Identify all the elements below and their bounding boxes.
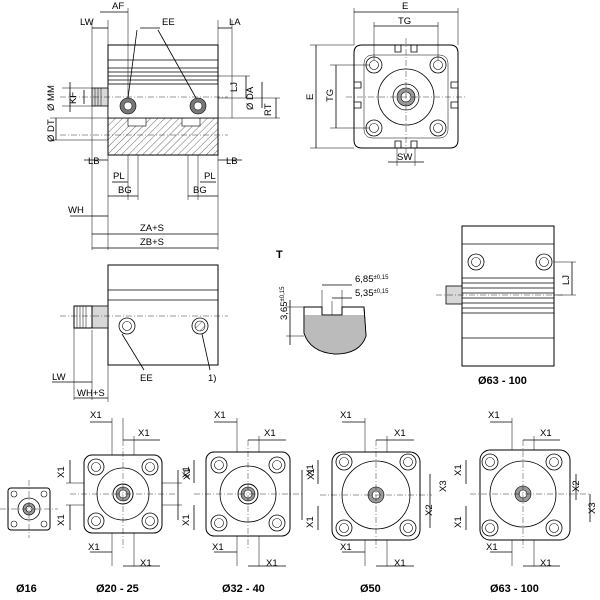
side-section-view [60, 29, 228, 156]
label-x1-n: X1 [306, 468, 317, 480]
label-5-35: 5,35±0,15 [355, 288, 389, 299]
front-view-labels: E TG E TG SW [305, 1, 412, 163]
side-view-dimensions [50, 8, 280, 250]
label-x1-s: X1 [305, 464, 316, 476]
label-x1-i: X1 [264, 428, 276, 439]
label-x1-j: X1 [212, 542, 224, 553]
caption-32-40: Ø32 - 40 [222, 583, 265, 595]
label-x1-v: X1 [540, 428, 552, 439]
label-x1-m: X1 [181, 514, 192, 526]
label-x1-w: X1 [486, 542, 498, 553]
label-x1-d: X1 [140, 558, 152, 569]
label-x1-k: X1 [266, 558, 278, 569]
label-mm: Ø MM [46, 85, 57, 111]
label-kf: KF [68, 92, 79, 104]
side-view-labels: AF LW EE LA Ø MM KF Ø DT LJ Ø DA RT LB L… [46, 1, 274, 248]
caption-63-100: Ø63 - 100 [490, 583, 539, 595]
front-view-63-100: X1 X1 X1 X1 X1 X1 X2 X3 Ø63 - 100 [453, 410, 598, 595]
caption-16: Ø16 [16, 583, 37, 595]
label-zbs: ZB+S [140, 237, 164, 248]
label-lb-left: LB [88, 156, 100, 167]
label-x1-q: X1 [340, 542, 352, 553]
label-pl-right: PL [204, 171, 216, 182]
label-x1-c: X1 [88, 542, 100, 553]
label-lj: LJ [229, 82, 240, 92]
caption-20-25: Ø20 - 25 [96, 583, 139, 595]
label-zas: ZA+S [140, 223, 164, 234]
label-x1-z: X1 [453, 516, 464, 528]
label-x1-t: X1 [305, 516, 316, 528]
label-wh: WH [68, 205, 84, 216]
label-x2-b: X2 [571, 480, 582, 492]
label-af: AF [112, 1, 124, 12]
label-6-85: 6,85±0,15 [355, 274, 389, 285]
label-x1-u: X1 [488, 410, 500, 421]
front-view-16: Ø16 [0, 480, 58, 595]
label-x1-f: X1 [56, 514, 67, 526]
label-lw-2: LW [52, 372, 66, 383]
label-x2-a: X2 [424, 504, 435, 516]
label-e-side: E [305, 94, 316, 100]
label-e-top: E [402, 1, 408, 12]
front-view-dimensions [310, 8, 459, 166]
label-sw: SW [397, 152, 412, 163]
label-da: Ø DA [245, 86, 256, 110]
caption-50: Ø50 [360, 583, 381, 595]
front-view-50: X1 X1 X1 X1 X1 X1 X3 X2 Ø50 [305, 410, 449, 595]
label-x3-a: X3 [438, 480, 449, 492]
label-bg-left: BG [118, 185, 132, 196]
side-view [52, 264, 228, 402]
label-x1-p: X1 [394, 428, 406, 439]
label-x1-r: X1 [394, 558, 406, 569]
caption-63-100-top: Ø63 - 100 [478, 375, 527, 387]
label-bg-right: BG [193, 185, 207, 196]
front-view-20-25: X1 X1 X1 X1 X1 X1 X1 Ø20 - 25 [56, 410, 193, 595]
front-view-32-40: X1 X1 X1 X1 X1 X1 X1 Ø32 - 40 [181, 410, 317, 595]
label-lw: LW [80, 17, 94, 28]
label-x1-e: X1 [56, 466, 67, 478]
groove-detail-labels: T 6,85±0,15 5,35±0,15 3,65±0,15 [276, 249, 389, 320]
label-x1-h: X1 [214, 410, 226, 421]
groove-detail [286, 284, 367, 355]
label-x1-l: X1 [181, 466, 192, 478]
label-rt: RT [263, 103, 274, 116]
side-view-labels-2: LW EE 1) WH+S [52, 372, 216, 399]
label-x1-b: X1 [138, 428, 150, 439]
label-ee: EE [162, 17, 175, 28]
label-x3-b: X3 [587, 502, 598, 514]
side-view-63-100: LJ Ø63 - 100 [436, 225, 576, 387]
label-tg-top: TG [398, 16, 411, 27]
label-ee-2: EE [140, 373, 153, 384]
label-pl-left: PL [113, 171, 125, 182]
label-x1-a: X1 [90, 410, 102, 421]
label-tg-side: TG [325, 89, 336, 102]
label-x1-y: X1 [453, 464, 464, 476]
label-x1-o: X1 [340, 410, 352, 421]
label-dt: Ø DT [46, 119, 57, 142]
label-t: T [276, 249, 283, 261]
label-lj-2: LJ [561, 275, 572, 285]
label-la: LA [229, 17, 241, 28]
label-x1-g: X1 [182, 468, 193, 480]
label-x1-x: X1 [540, 558, 552, 569]
label-3-65: 3,65±0,15 [279, 286, 290, 320]
note-1: 1) [208, 373, 216, 384]
label-whs: WH+S [77, 388, 105, 399]
front-view [346, 38, 466, 158]
label-lb-right: LB [226, 156, 238, 167]
